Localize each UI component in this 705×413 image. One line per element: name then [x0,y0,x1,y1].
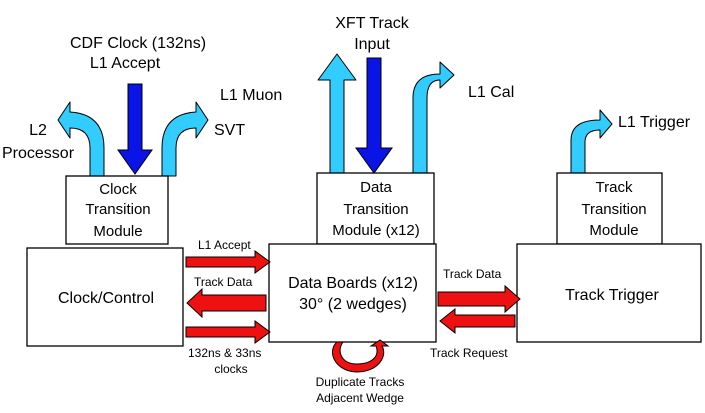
clock-control-box [26,247,184,347]
xft-input-label: Input [354,36,390,53]
track-tm-line2: Transition [581,201,646,218]
svt-output-arrow [161,101,209,177]
track-data-right-label: Track Data [443,267,502,281]
duplicate-tracks-loop-arrow [332,339,390,373]
data-boards-box [268,243,437,343]
l1-accept-link-label: L1 Accept [198,238,251,252]
data-boards-wedges-label: 30° (2 wedges) [299,296,407,313]
l2-output-arrow [57,101,105,177]
data-tm-line1: Data [360,179,392,196]
xft-track-label: XFT Track [335,15,409,32]
l1-trigger-label: L1 Trigger [618,114,691,131]
duplicate-tracks-label: Duplicate Tracks [316,375,405,389]
cdf-clock-input-arrow [117,83,153,175]
track-data-right-arrow [437,284,521,314]
data-tm-line3: Module (x12) [332,222,420,239]
clock-tm-line2: Transition [85,201,150,218]
svt-label: SVT [214,122,245,139]
l1-trigger-output-arrow [570,109,613,174]
clocks-arrow [185,320,271,344]
track-data-left-arrow [186,287,267,319]
clock-tm-line1: Clock [99,181,137,198]
clock-control-label: Clock/Control [58,290,154,307]
xft-input-arrow [355,57,393,174]
l1-cal-label: L1 Cal [468,84,514,101]
clocks-label-line2: clocks [214,362,247,376]
l1-muon-label: L1 Muon [220,87,282,104]
clock-tm-line3: Module [93,223,142,240]
adjacent-wedge-label: Adjacent Wedge [316,391,404,405]
data-boards-label: Data Boards (x12) [288,275,418,292]
track-transition-module [556,172,663,245]
l2-label: L2 [29,122,47,139]
cdf-clock-label: CDF Clock (132ns) [70,35,206,52]
track-data-left-label: Track Data [194,275,253,289]
l1-accept-input-label: L1 Accept [90,55,161,72]
track-request-label: Track Request [430,346,508,360]
track-request-arrow [439,307,516,335]
track-tm-line3: Module [589,222,638,239]
track-tm-line1: Track [596,179,633,196]
clock-transition-module [65,175,169,245]
l1-accept-arrow [185,250,271,274]
processor-label: Processor [2,145,75,162]
track-trigger-label: Track Trigger [565,287,659,304]
l1-muon-output-arrow [317,53,357,174]
data-transition-module [316,172,435,245]
l1-cal-output-arrow [412,61,455,174]
clocks-label-line1: 132ns & 33ns [188,346,261,360]
data-tm-line2: Transition [343,201,408,218]
track-trigger-box [516,243,702,343]
